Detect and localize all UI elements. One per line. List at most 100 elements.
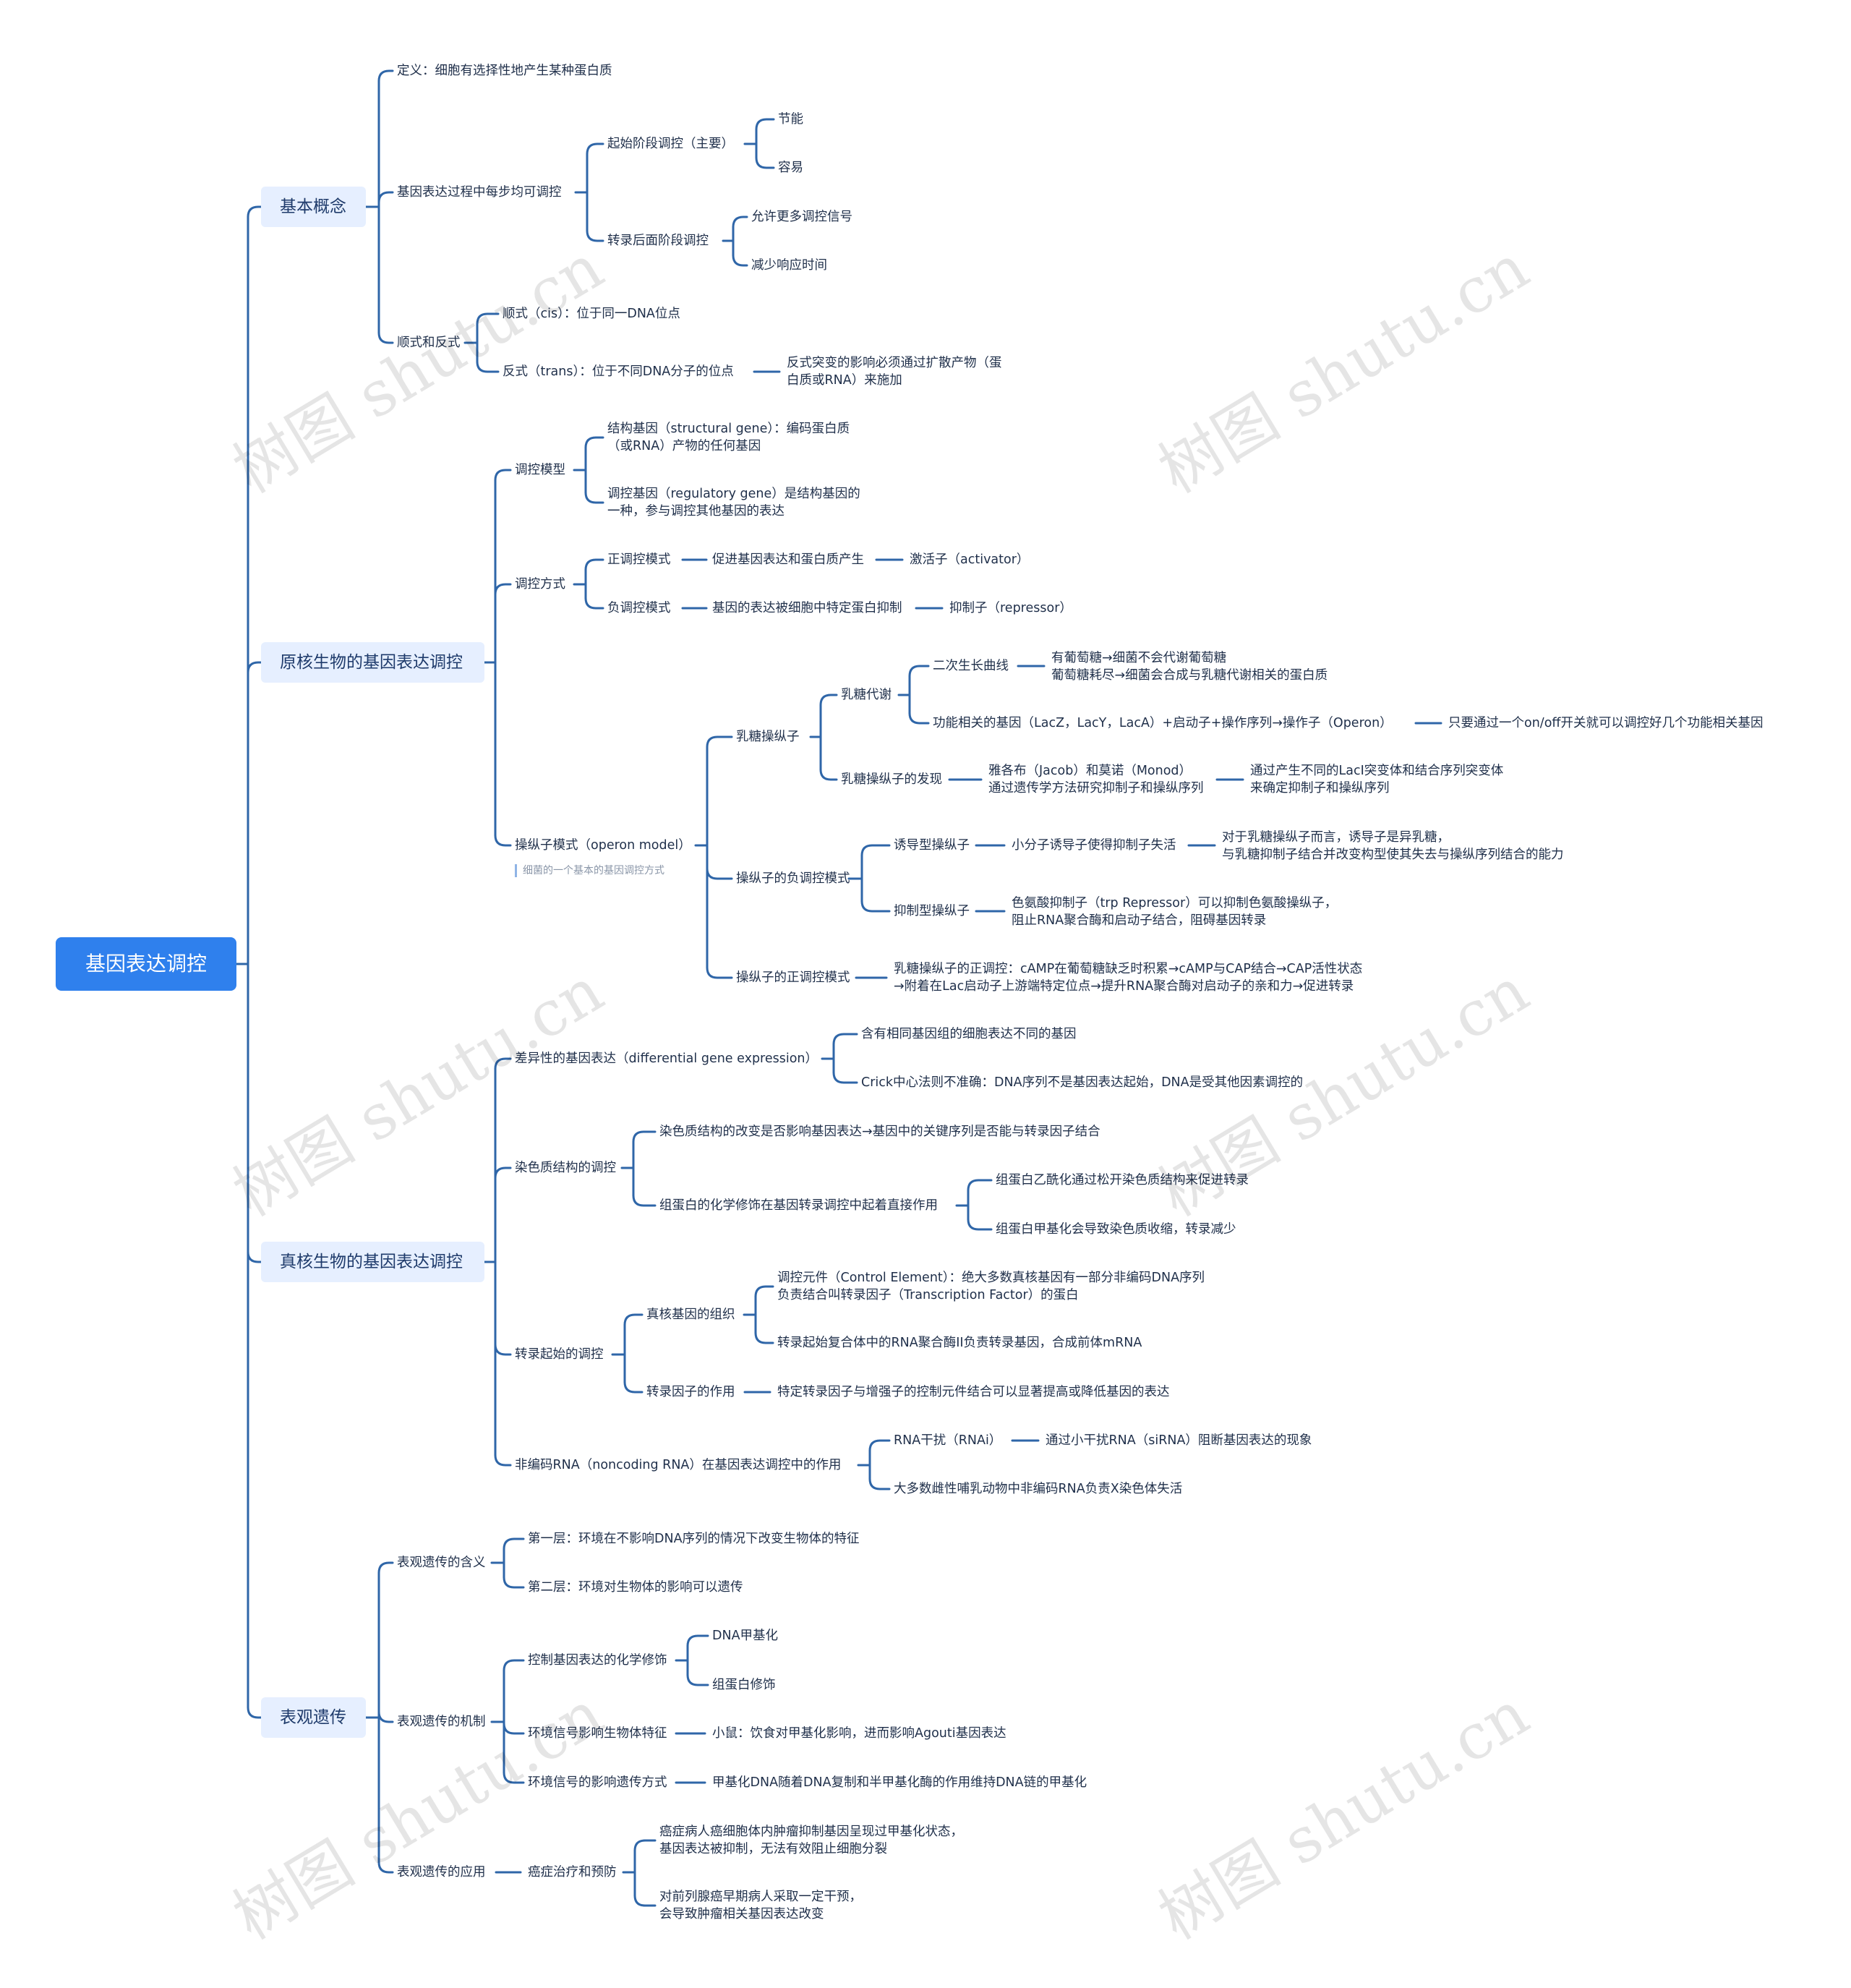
node-definition[interactable]: 定义：细胞有选择性地产生某种蛋白质 bbox=[397, 64, 612, 78]
node-trp-repressor-line-2: 阻止RNA聚合酶和启动子结合，阻碍基因转录 bbox=[1012, 913, 1267, 928]
node-noncoding-rna[interactable]: 非编码RNA（noncoding RNA）在基因表达调控中的作用 bbox=[515, 1458, 842, 1472]
node-regulatory-gene[interactable]: 调控基因（regulatory gene）是结构基因的 一种，参与调控其他基因的… bbox=[607, 485, 860, 520]
node-inducible-operon[interactable]: 诱导型操纵子 bbox=[894, 838, 970, 853]
node-rnai[interactable]: RNA干扰（RNAi） bbox=[894, 1433, 1002, 1448]
node-methylation-maintenance[interactable]: 甲基化DNA随着DNA复制和半甲基化酶的作用维持DNA链的甲基化 bbox=[712, 1775, 1087, 1790]
branch-epigenetics[interactable]: 表观遗传 bbox=[261, 1697, 366, 1738]
node-cap-camp[interactable]: 乳糖操纵子的正调控：cAMP在葡萄糖缺乏时积累→cAMP与CAP结合→CAP活性… bbox=[894, 960, 1362, 995]
node-structural-gene-line-2: （或RNA）产物的任何基因 bbox=[607, 439, 761, 453]
node-lac-discovery[interactable]: 乳糖操纵子的发现 bbox=[841, 772, 942, 787]
node-cis-trans[interactable]: 顺式和反式 bbox=[397, 336, 461, 350]
node-x-inactivation[interactable]: 大多数雌性哺乳动物中非编码RNA负责X染色体失活 bbox=[894, 1482, 1183, 1496]
node-transcription-initiation[interactable]: 转录起始的调控 bbox=[515, 1347, 604, 1362]
node-operon-negative[interactable]: 操纵子的负调控模式 bbox=[736, 871, 850, 886]
node-epi-mechanism[interactable]: 表观遗传的机制 bbox=[397, 1715, 486, 1729]
node-control-element-line-1: 调控元件（Control Element）：绝大多数真核基因有一部分非编码DNA… bbox=[777, 1271, 1205, 1285]
node-initiation[interactable]: 起始阶段调控（主要） bbox=[607, 137, 734, 151]
node-inducer-desc[interactable]: 小分子诱导子使得抑制子失活 bbox=[1012, 838, 1176, 853]
node-positive-mode[interactable]: 正调控模式 bbox=[607, 553, 671, 567]
node-differential-expression[interactable]: 差异性的基因表达（differential gene expression） bbox=[515, 1051, 818, 1066]
node-chemical-modification[interactable]: 控制基因表达的化学修饰 bbox=[528, 1653, 667, 1668]
node-env-signal[interactable]: 环境信号影响生物体特征 bbox=[528, 1726, 667, 1741]
node-cancer[interactable]: 癌症治疗和预防 bbox=[528, 1865, 617, 1880]
branch-prokaryote[interactable]: 原核生物的基因表达调控 bbox=[261, 642, 484, 683]
branch-basic-concepts[interactable]: 基本概念 bbox=[261, 187, 366, 227]
connector-line bbox=[503, 1722, 525, 1735]
node-structural-gene-line-1: 结构基因（structural gene）：编码蛋白质 bbox=[607, 422, 850, 436]
node-prostate-cancer-line-2: 会导致肿瘤相关基因表达改变 bbox=[659, 1907, 824, 1921]
node-activator[interactable]: 激活子（activator） bbox=[910, 553, 1030, 567]
node-transcription-factor[interactable]: 转录因子的作用 bbox=[646, 1385, 735, 1399]
node-histone-mod[interactable]: 组蛋白修饰 bbox=[712, 1678, 776, 1692]
node-post-transcription[interactable]: 转录后面阶段调控 bbox=[607, 234, 709, 248]
node-diauxic-detail-line-1: 有葡萄糖→细菌不会代谢葡萄糖 bbox=[1051, 651, 1227, 665]
node-sirna[interactable]: 通过小干扰RNA（siRNA）阻断基因表达的现象 bbox=[1046, 1433, 1312, 1448]
connector-line bbox=[706, 966, 733, 979]
connector-line bbox=[377, 191, 394, 204]
node-prostate-cancer[interactable]: 对前列腺癌早期病人采取一定干预， 会导致肿瘤相关基因表达改变 bbox=[659, 1888, 862, 1923]
node-each-step[interactable]: 基因表达过程中每步均可调控 bbox=[397, 185, 562, 200]
connector-line bbox=[732, 254, 748, 267]
node-agouti[interactable]: 小鼠：饮食对甲基化影响，进而影响Agouti基因表达 bbox=[712, 1726, 1006, 1741]
node-cis[interactable]: 顺式（cis）：位于同一DNA位点 bbox=[503, 307, 680, 321]
node-epi-application[interactable]: 表观遗传的应用 bbox=[397, 1865, 486, 1880]
node-operon-positive[interactable]: 操纵子的正调控模式 bbox=[736, 970, 850, 985]
node-laci-mutants[interactable]: 通过产生不同的LacI突变体和结合序列突变体 来确定抑制子和操纵序列 bbox=[1250, 762, 1503, 797]
node-enhancer[interactable]: 特定转录因子与增强子的控制元件结合可以显著提高或降低基因的表达 bbox=[777, 1385, 1170, 1399]
node-regulation-model[interactable]: 调控模型 bbox=[515, 463, 565, 477]
node-more-signals[interactable]: 允许更多调控信号 bbox=[751, 210, 852, 224]
node-control-element[interactable]: 调控元件（Control Element）：绝大多数真核基因有一部分非编码DNA… bbox=[777, 1269, 1205, 1304]
node-layer-1[interactable]: 第一层：环境在不影响DNA序列的情况下改变生物体的特征 bbox=[528, 1532, 860, 1546]
node-regulation-mode[interactable]: 调控方式 bbox=[515, 577, 565, 592]
node-response-time[interactable]: 减少响应时间 bbox=[751, 258, 827, 273]
root-node[interactable]: 基因表达调控 bbox=[56, 937, 236, 991]
node-on-off-switch[interactable]: 只要通过一个on/off开关就可以调控好几个功能相关基因 bbox=[1448, 716, 1764, 730]
node-positive-desc[interactable]: 促进基因表达和蛋白质产生 bbox=[712, 553, 864, 567]
node-rna-pol-ii[interactable]: 转录起始复合体中的RNA聚合酶II负责转录基因，合成前体mRNA bbox=[777, 1336, 1142, 1350]
connector-line bbox=[868, 1477, 891, 1490]
node-lac-operon[interactable]: 乳糖操纵子 bbox=[736, 730, 800, 744]
node-functional-genes[interactable]: 功能相关的基因（LacZ，LacY，LacA）+启动子+操作序列→操作子（Ope… bbox=[933, 716, 1393, 730]
branch-eukaryote[interactable]: 真核生物的基因表达调控 bbox=[261, 1242, 484, 1282]
node-signal-inheritance[interactable]: 环境信号的影响遗传方式 bbox=[528, 1775, 667, 1790]
connector-line bbox=[755, 156, 775, 169]
connector-line bbox=[584, 558, 604, 571]
node-repressor[interactable]: 抑制子（repressor） bbox=[949, 601, 1072, 615]
node-trans[interactable]: 反式（trans）：位于不同DNA分子的位点 bbox=[503, 364, 734, 379]
node-trp-repressor[interactable]: 色氨酸抑制子（trp Repressor）可以抑制色氨酸操纵子， 阻止RNA聚合… bbox=[1012, 895, 1337, 929]
node-save-energy[interactable]: 节能 bbox=[778, 112, 803, 127]
node-jacob-monod[interactable]: 雅各布（Jacob）和莫诺（Monod） 通过遗传学方法研究抑制子和操纵序列 bbox=[988, 762, 1204, 797]
node-histone-acetylation[interactable]: 组蛋白乙酰化通过松开染色质结构来促进转录 bbox=[996, 1173, 1249, 1187]
node-same-genome[interactable]: 含有相同基因组的细胞表达不同的基因 bbox=[861, 1027, 1077, 1041]
connector-line bbox=[623, 1313, 644, 1326]
node-negative-mode[interactable]: 负调控模式 bbox=[607, 601, 671, 615]
node-easy[interactable]: 容易 bbox=[778, 161, 803, 175]
node-histone-modification[interactable]: 组蛋白的化学修饰在基因转录调控中起着直接作用 bbox=[659, 1198, 938, 1213]
node-dna-methylation[interactable]: DNA甲基化 bbox=[712, 1629, 779, 1643]
node-diauxic-detail[interactable]: 有葡萄糖→细菌不会代谢葡萄糖 葡萄糖耗尽→细菌会合成与乳糖代谢相关的蛋白质 bbox=[1051, 649, 1328, 684]
node-regulatory-gene-line-2: 一种，参与调控其他基因的表达 bbox=[607, 504, 785, 519]
node-negative-desc[interactable]: 基因的表达被细胞中特定蛋白抑制 bbox=[712, 601, 902, 615]
node-crick-dogma[interactable]: Crick中心法则不准确：DNA序列不是基因表达起始，DNA是受其他因素调控的 bbox=[861, 1075, 1304, 1090]
node-diauxic-curve[interactable]: 二次生长曲线 bbox=[933, 659, 1009, 673]
connector-line bbox=[377, 1861, 394, 1874]
node-gene-organization[interactable]: 真核基因的组织 bbox=[646, 1307, 735, 1322]
connector-line bbox=[819, 694, 838, 707]
node-trans-note[interactable]: 反式突变的影响必须通过扩散产物（蛋 白质或RNA）来施加 bbox=[787, 354, 1002, 389]
node-chromatin[interactable]: 染色质结构的调控 bbox=[515, 1161, 616, 1175]
node-histone-methylation[interactable]: 组蛋白甲基化会导致染色质收缩，转录减少 bbox=[996, 1222, 1236, 1237]
connector-line bbox=[732, 216, 748, 229]
node-lactose-metabolism[interactable]: 乳糖代谢 bbox=[841, 688, 892, 702]
node-allolactose-line-1: 对于乳糖操纵子而言，诱导子是异乳糖， bbox=[1222, 830, 1450, 845]
node-repressible-operon[interactable]: 抑制型操纵子 bbox=[894, 904, 970, 918]
node-epi-meaning[interactable]: 表观遗传的含义 bbox=[397, 1556, 486, 1570]
node-operon-model[interactable]: 操纵子模式（operon model） bbox=[515, 838, 691, 853]
node-tumor-suppressor[interactable]: 癌症病人癌细胞体内肿瘤抑制基因呈现过甲基化状态， 基因表达被抑制，无法有效阻止细… bbox=[659, 1823, 963, 1858]
connector-line bbox=[755, 118, 775, 131]
node-chromatin-change[interactable]: 染色质结构的改变是否影响基因表达→基因中的关键序列是否能与转录因子结合 bbox=[659, 1125, 1100, 1139]
node-allolactose[interactable]: 对于乳糖操纵子而言，诱导子是异乳糖， 与乳糖抑制子结合并改变构型使其失去与操纵序… bbox=[1222, 829, 1564, 863]
node-structural-gene[interactable]: 结构基因（structural gene）：编码蛋白质 （或RNA）产物的任何基… bbox=[607, 420, 850, 455]
node-layer-2[interactable]: 第二层：环境对生物体的影响可以遗传 bbox=[528, 1580, 743, 1595]
